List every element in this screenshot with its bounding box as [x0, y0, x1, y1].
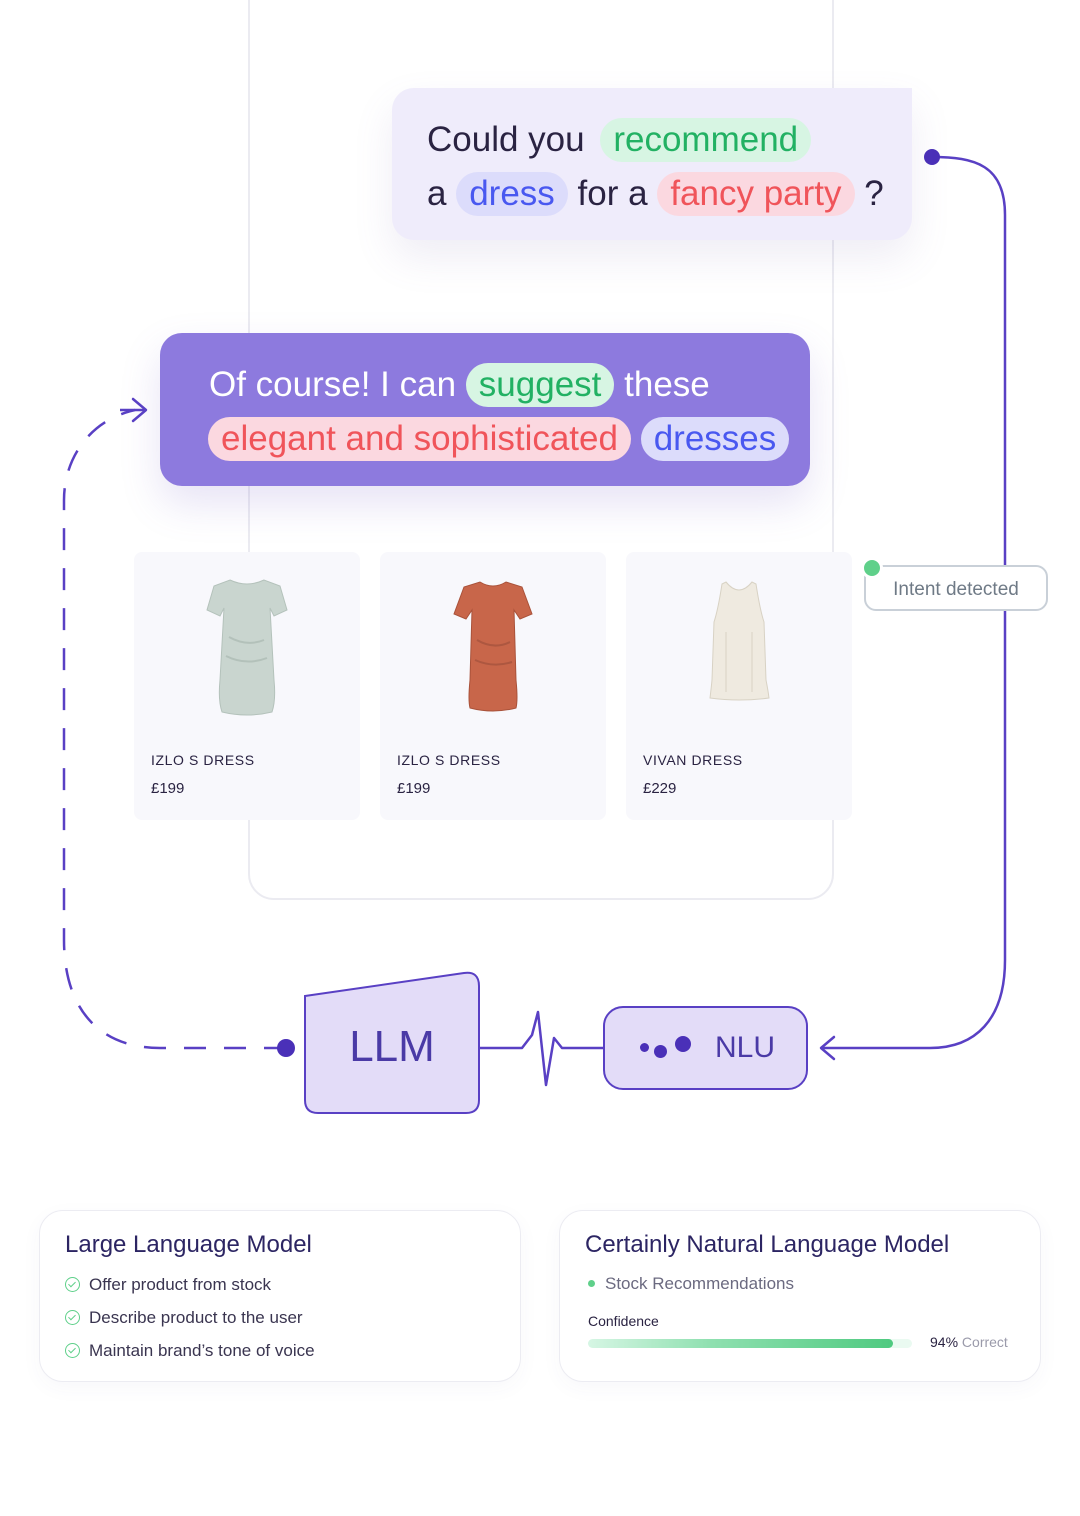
confidence-value: 94% Correct	[930, 1334, 1008, 1350]
nlu-dot-icon	[675, 1036, 691, 1052]
confidence-suffix: Correct	[961, 1334, 1008, 1350]
dress-image	[206, 579, 288, 716]
user-text-question-mark: ?	[864, 174, 884, 213]
green-bullet-icon	[588, 1280, 595, 1288]
nlu-card-title: Certainly Natural Language Model	[585, 1231, 950, 1258]
check-circle-icon	[65, 1277, 80, 1293]
entity-chip-elegant: elegant and sophisticated	[208, 417, 631, 461]
assistant-text-these: these	[624, 365, 710, 404]
nlu-intent-label: Stock Recommendations	[605, 1274, 794, 1293]
intent-chip-recommend: recommend	[600, 118, 812, 162]
assistant-message-line-1: Of course! I can suggest these	[209, 361, 710, 409]
product-price: £229	[643, 780, 677, 797]
product-price: £199	[151, 780, 185, 797]
user-text-a: a	[427, 174, 447, 213]
nlu-block	[603, 1006, 808, 1090]
nlu-dot-icon	[640, 1043, 649, 1052]
product-name: IZLO S DRESS	[151, 752, 255, 768]
capability-label: Offer product from stock	[89, 1275, 272, 1294]
capability-label: Describe product to the user	[89, 1308, 303, 1327]
user-message-line-2: a dress for a fancy party ?	[427, 170, 884, 218]
capability-item: Offer product from stock	[65, 1274, 271, 1296]
product-card[interactable]: IZLO S DRESS £199	[380, 552, 606, 820]
check-circle-icon	[65, 1343, 80, 1359]
capability-item: Maintain brand’s tone of voice	[65, 1340, 315, 1362]
confidence-label: Confidence	[588, 1313, 659, 1329]
assistant-message-bubble: Of course! I can suggest these elegant a…	[160, 333, 810, 486]
nlu-dot-icon	[654, 1045, 667, 1058]
product-name: IZLO S DRESS	[397, 752, 501, 768]
dress-image	[453, 581, 533, 712]
product-card[interactable]: IZLO S DRESS £199	[134, 552, 360, 820]
user-text-for-a: for a	[577, 174, 648, 213]
llm-card-title: Large Language Model	[65, 1231, 312, 1258]
nlu-info-card: Certainly Natural Language Model Stock R…	[559, 1210, 1041, 1382]
confidence-percent: 94%	[930, 1334, 959, 1350]
nlu-intent-item: Stock Recommendations	[588, 1273, 794, 1295]
entity-chip-dresses: dresses	[640, 417, 790, 461]
check-circle-icon	[65, 1310, 80, 1326]
llm-info-card: Large Language Model Offer product from …	[39, 1210, 521, 1382]
intent-status-dot	[861, 557, 883, 579]
product-name: VIVAN DRESS	[643, 752, 743, 768]
user-text-could-you: Could you	[427, 120, 585, 159]
assistant-message-line-2: elegant and sophisticated dresses	[208, 415, 790, 463]
product-card[interactable]: VIVAN DRESS £229	[626, 552, 852, 820]
user-message-bubble: Could you recommend a dress for a fancy …	[392, 88, 912, 240]
llm-block-label: LLM	[349, 1022, 435, 1071]
nlu-block-label: NLU	[715, 1031, 776, 1064]
confidence-progress-fill	[588, 1339, 893, 1348]
user-message-line-1: Could you recommend	[427, 116, 812, 164]
entity-chip-fancy-party: fancy party	[657, 172, 855, 216]
confidence-progress-bar	[588, 1339, 912, 1348]
product-price: £199	[397, 780, 431, 797]
capability-label: Maintain brand’s tone of voice	[89, 1341, 315, 1360]
intent-detected-badge: Intent detected	[864, 565, 1048, 611]
intent-chip-suggest: suggest	[465, 363, 615, 407]
entity-chip-dress: dress	[456, 172, 568, 216]
assistant-text-of-course: Of course! I can	[209, 365, 457, 404]
capability-item: Describe product to the user	[65, 1307, 303, 1329]
dress-image	[709, 581, 770, 701]
